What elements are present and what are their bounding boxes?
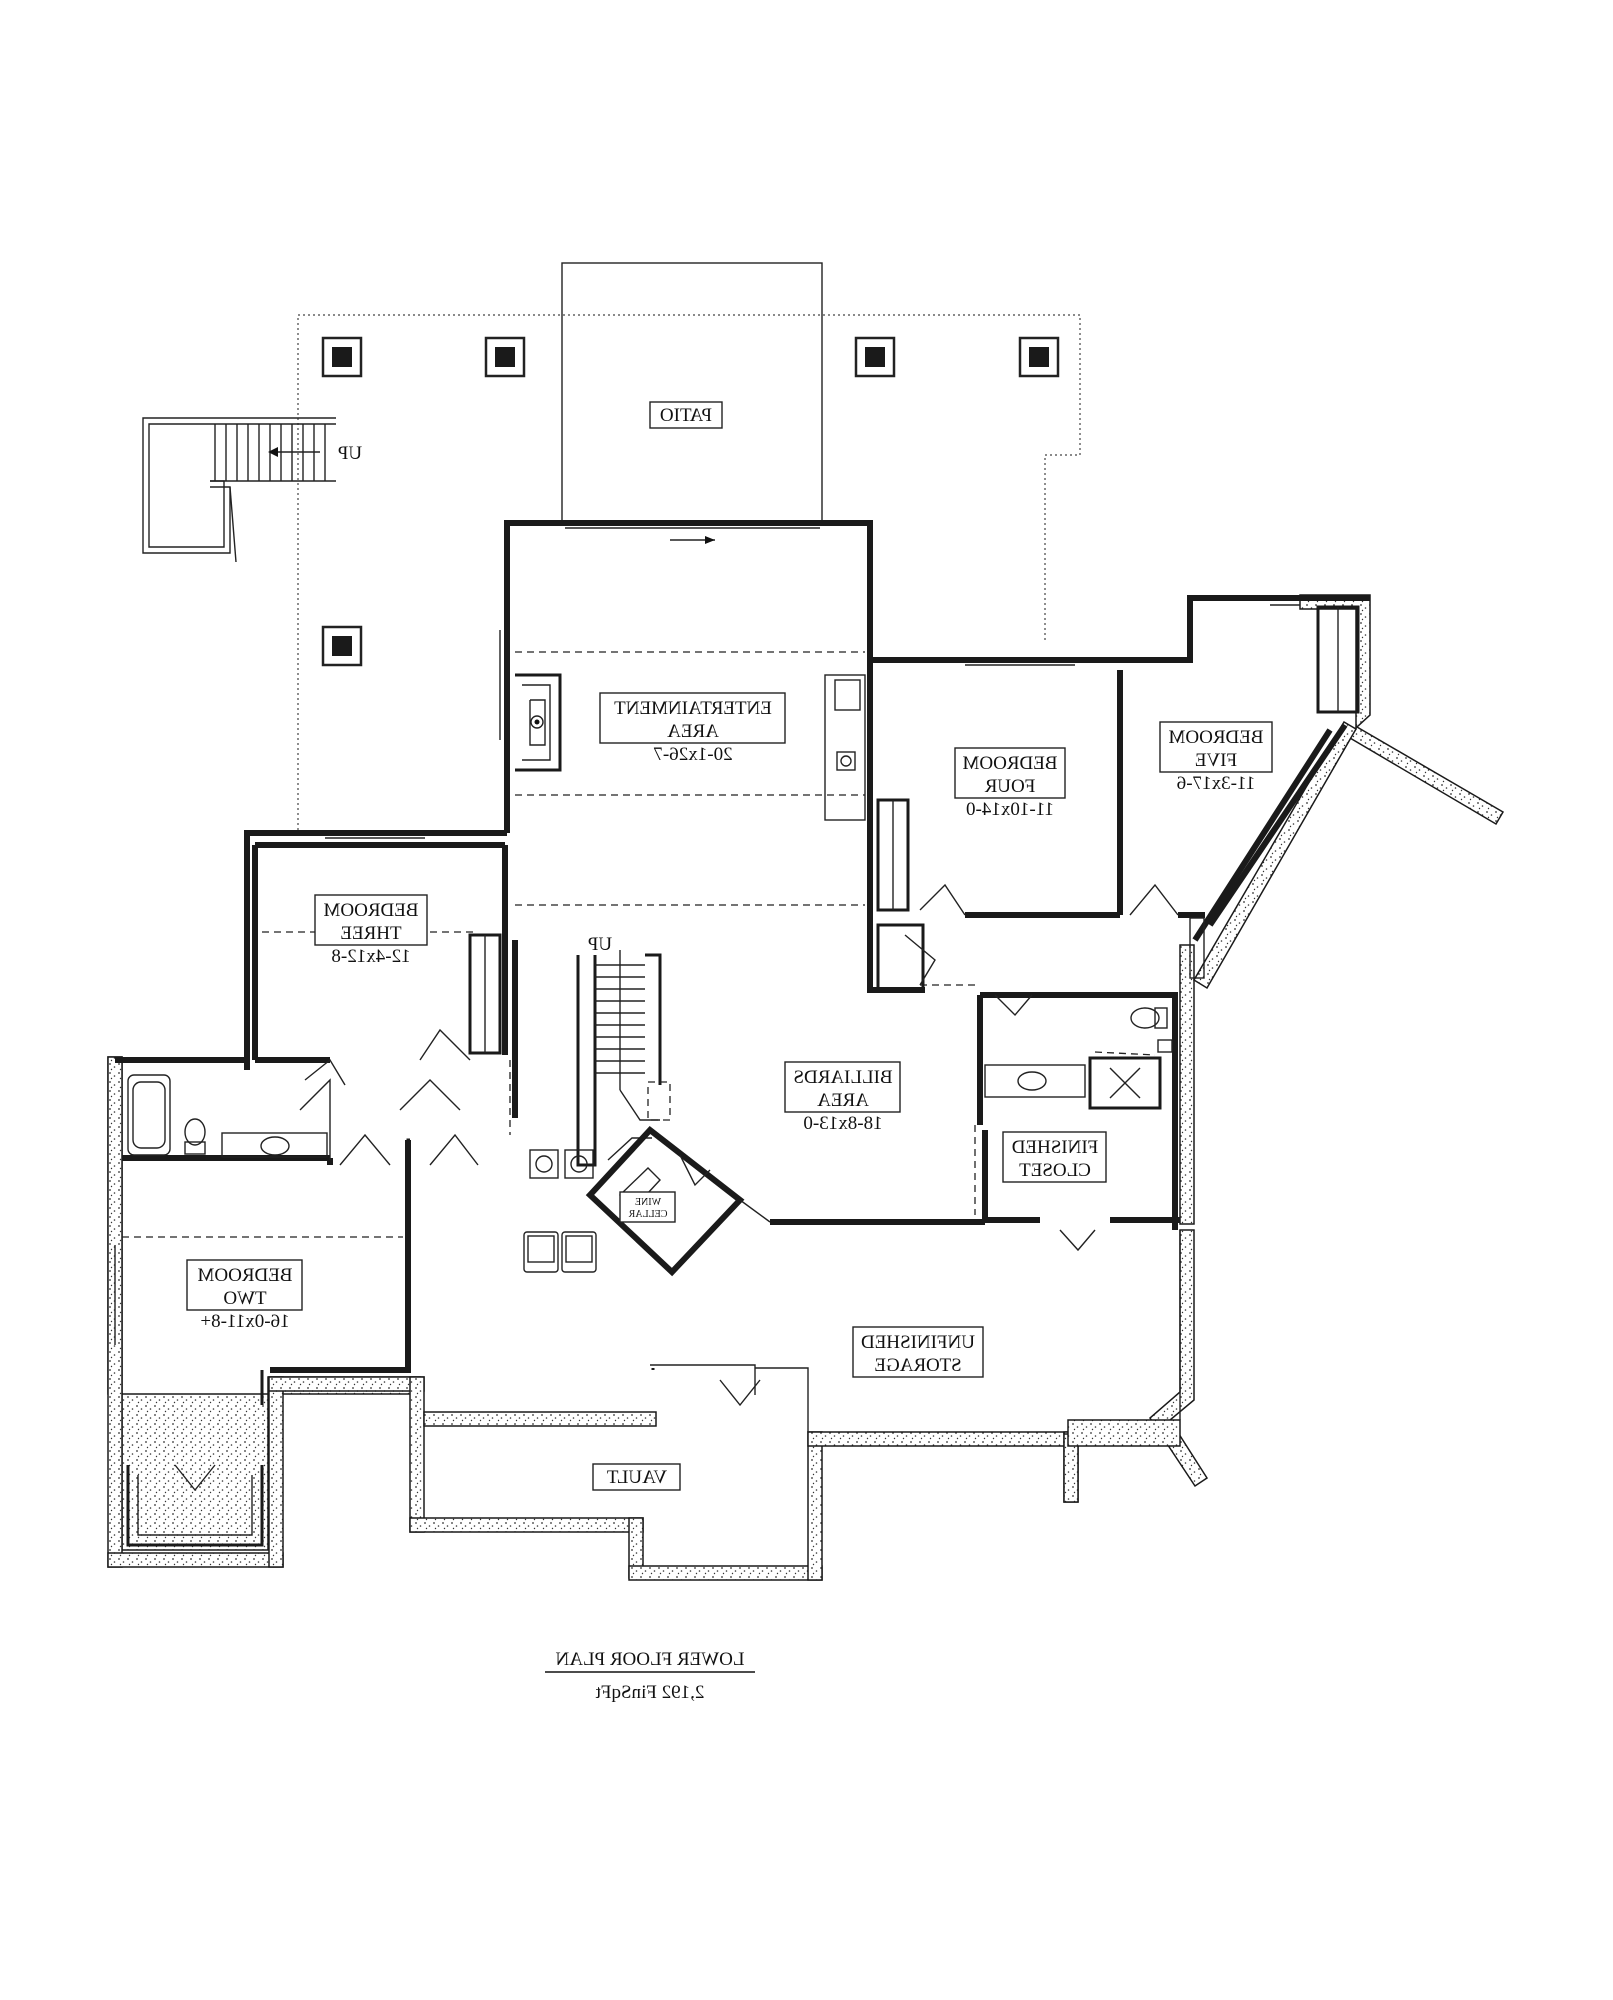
covered-patio-outline bbox=[297, 314, 1081, 835]
patio-column bbox=[854, 336, 896, 378]
billiards-name-1: BILLIARDS bbox=[793, 1067, 892, 1088]
patio-slab bbox=[561, 262, 823, 522]
patio-column bbox=[1018, 336, 1060, 378]
label-wine-cellar: WINE CELLAR bbox=[619, 1191, 676, 1223]
label-int-stair: UP bbox=[588, 934, 612, 955]
label-finished-closet: FINISHED CLOSET bbox=[1002, 1131, 1107, 1183]
toilet bbox=[1130, 1007, 1168, 1029]
vanity-sink bbox=[221, 1132, 328, 1158]
bedroom-five-name-1: BEDROOM bbox=[1168, 727, 1263, 748]
entertainment-name-2: AREA bbox=[667, 721, 719, 742]
label-ext-stair: UP bbox=[338, 443, 362, 464]
interior-stair-label: UP bbox=[588, 934, 612, 955]
bedroom-two-details bbox=[114, 1236, 403, 1547]
patio-columns bbox=[321, 336, 1060, 667]
billiards-name-2: AREA bbox=[817, 1090, 869, 1111]
chair bbox=[561, 1231, 597, 1273]
entertainment-name-1: ENTERTAINMENT bbox=[614, 698, 772, 719]
billiards-details bbox=[739, 984, 980, 1223]
bedroom-five-size: 11-3x17-6 bbox=[1177, 773, 1255, 794]
billiards-size: 18-8x13-0 bbox=[803, 1113, 882, 1134]
label-bedroom-three: BEDROOM THREE 12-4x12-8 bbox=[314, 894, 428, 967]
chair bbox=[523, 1231, 559, 1273]
bedroom-three-details bbox=[262, 931, 502, 1061]
vault-name: VAULT bbox=[607, 1467, 668, 1488]
entertainment-area bbox=[325, 527, 866, 906]
patio-column bbox=[484, 336, 526, 378]
label-patio: PATIO bbox=[649, 401, 723, 429]
patio-column bbox=[321, 625, 363, 667]
bedroom-four-details bbox=[876, 664, 1075, 992]
exterior-stair-label: UP bbox=[338, 443, 362, 464]
stool bbox=[529, 1149, 559, 1179]
patio-name: PATIO bbox=[660, 405, 712, 426]
plan-title-block: LOWER FLOOR PLAN 2,192 FinSqFt bbox=[545, 1649, 755, 1703]
bedroom-five-details bbox=[1129, 604, 1360, 979]
bedroom-two-size: 16-0x11-8+ bbox=[200, 1311, 289, 1332]
label-entertainment: ENTERTAINMENT AREA 20-1x26-7 bbox=[599, 692, 786, 765]
bedroom-four-size: 11-10x14-0 bbox=[966, 799, 1054, 820]
entertainment-size: 20-1x26-7 bbox=[653, 744, 732, 765]
bedroom-three-name-1: BEDROOM bbox=[323, 900, 418, 921]
bar-counter bbox=[824, 674, 866, 821]
label-billiards: BILLIARDS AREA 18-8x13-0 bbox=[784, 1061, 901, 1134]
label-vault: VAULT bbox=[592, 1463, 681, 1491]
label-bedroom-five: BEDROOM FIVE 11-3x17-6 bbox=[1159, 721, 1273, 794]
wine-cellar-name-2: CELLAR bbox=[628, 1209, 667, 1220]
bathtub bbox=[127, 1074, 171, 1156]
vanity-sink bbox=[984, 1064, 1086, 1098]
bedroom-four-name-1: BEDROOM bbox=[962, 753, 1057, 774]
patio-column bbox=[321, 336, 363, 378]
unfinished-storage-name-2: STORAGE bbox=[874, 1355, 961, 1376]
hall-doors bbox=[299, 1060, 511, 1166]
storage-walls bbox=[406, 1138, 655, 1370]
finished-closet-name-2: CLOSET bbox=[1019, 1160, 1091, 1181]
bedroom-three-name-2: THREE bbox=[340, 923, 401, 944]
plan-subtitle: 2,192 FinSqFt bbox=[595, 1682, 704, 1703]
hall-bath bbox=[984, 994, 1173, 1252]
bathroom-two bbox=[127, 1058, 346, 1158]
bedroom-two-name-2: TWO bbox=[223, 1288, 266, 1309]
bedroom-four-name-2: FOUR bbox=[984, 776, 1035, 797]
shower bbox=[1088, 1051, 1162, 1110]
label-bedroom-four: BEDROOM FOUR 11-10x14-0 bbox=[954, 747, 1066, 820]
label-unfinished-storage: UNFINISHED STORAGE bbox=[852, 1326, 984, 1378]
finished-closet-name-1: FINISHED bbox=[1012, 1137, 1099, 1158]
exterior-stair bbox=[142, 417, 336, 563]
bedroom-two-name-1: BEDROOM bbox=[197, 1265, 292, 1286]
fireplace bbox=[515, 673, 562, 772]
storage-outline bbox=[650, 1230, 1181, 1432]
label-bedroom-two: BEDROOM TWO 16-0x11-8+ bbox=[186, 1259, 303, 1332]
wine-cellar-name-1: WINE bbox=[635, 1197, 661, 1208]
bedroom-three-size: 12-4x12-8 bbox=[331, 946, 410, 967]
bedroom-five-name-2: FIVE bbox=[1195, 750, 1237, 771]
stool bbox=[564, 1149, 594, 1179]
toilet bbox=[184, 1118, 206, 1155]
unfinished-storage-name-1: UNFINISHED bbox=[861, 1332, 975, 1353]
bar-seating bbox=[523, 1149, 597, 1273]
plan-title: LOWER FLOOR PLAN bbox=[555, 1649, 744, 1670]
